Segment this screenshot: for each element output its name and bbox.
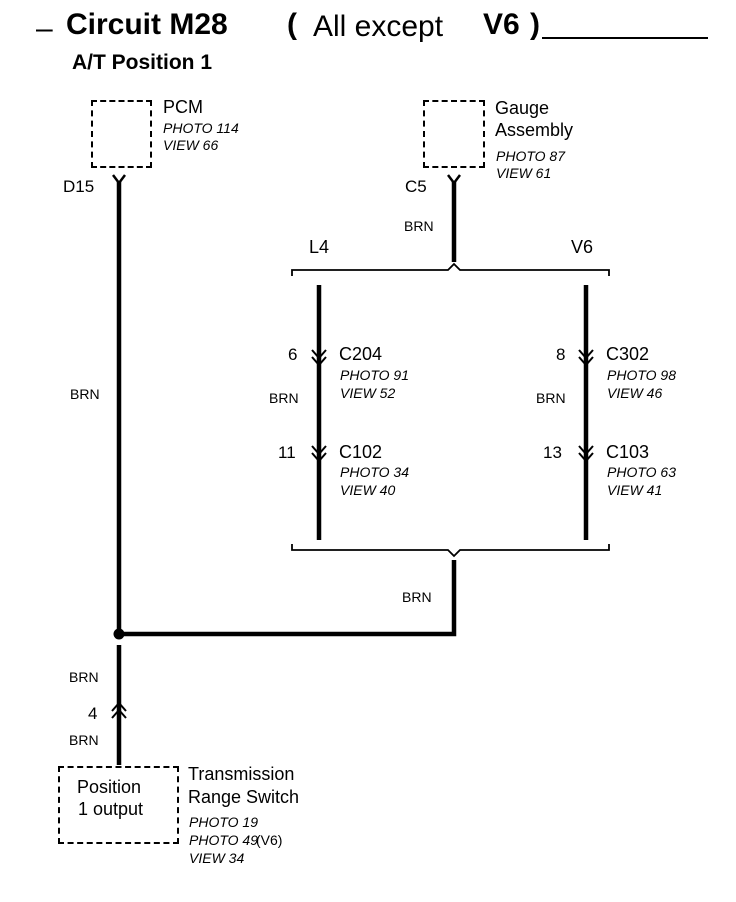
pcm-photo: PHOTO 114 bbox=[163, 120, 239, 136]
page-subtitle: A/T Position 1 bbox=[72, 51, 213, 74]
c102-connector-symbol bbox=[311, 445, 327, 463]
pcm-connector-symbol bbox=[112, 174, 126, 186]
pcm-wire-color: BRN bbox=[70, 386, 100, 402]
c102-label: C102 bbox=[339, 442, 383, 462]
switch-view: VIEW 34 bbox=[189, 850, 245, 866]
c103-photo: PHOTO 63 bbox=[607, 464, 676, 480]
gauge-photo: PHOTO 87 bbox=[496, 148, 565, 164]
switch-box-line1: Position bbox=[77, 777, 142, 797]
c102-view: VIEW 40 bbox=[340, 482, 396, 498]
title-all-except: All except bbox=[313, 10, 444, 43]
branch-v6-label: V6 bbox=[571, 237, 594, 257]
merged-wire-color: BRN bbox=[402, 589, 432, 605]
switch-photo-1: PHOTO 19 bbox=[189, 814, 258, 830]
switch-label-line2: Range Switch bbox=[188, 787, 300, 807]
title-close-paren: ) bbox=[530, 8, 540, 41]
pcm-label: PCM bbox=[163, 97, 203, 117]
switch-pin-label: 4 bbox=[88, 704, 98, 723]
splice-point bbox=[113, 628, 125, 640]
c204-label: C204 bbox=[339, 344, 383, 364]
switch-box-line2: 1 output bbox=[78, 799, 144, 819]
c302-label: C302 bbox=[606, 344, 650, 364]
switch-label-line1: Transmission bbox=[188, 764, 295, 784]
option-bracket-top bbox=[291, 262, 610, 276]
title-open-paren: ( bbox=[287, 8, 297, 41]
title-dash: – bbox=[36, 12, 53, 45]
gauge-label-line2: Assembly bbox=[495, 120, 574, 140]
pcm-view: VIEW 66 bbox=[163, 137, 219, 153]
pcm-pin-label: D15 bbox=[63, 177, 95, 196]
gauge-pin-label: C5 bbox=[405, 177, 427, 196]
option-bracket-bottom bbox=[291, 544, 610, 558]
switch-connector-symbol bbox=[111, 701, 127, 719]
pcm-component-box bbox=[91, 100, 152, 168]
c302-view: VIEW 46 bbox=[607, 385, 663, 401]
gauge-view: VIEW 61 bbox=[496, 165, 552, 181]
gauge-wire-color: BRN bbox=[404, 218, 434, 234]
c102-pin: 11 bbox=[278, 443, 296, 462]
merged-wire bbox=[119, 560, 457, 637]
switch-wire-color: BRN bbox=[69, 732, 99, 748]
c103-view: VIEW 41 bbox=[607, 482, 663, 498]
c204-photo: PHOTO 91 bbox=[340, 367, 409, 383]
c204-pin: 6 bbox=[288, 345, 298, 364]
l4-wire-color: BRN bbox=[269, 390, 299, 406]
c302-photo: PHOTO 98 bbox=[607, 367, 676, 383]
c103-pin: 13 bbox=[543, 443, 562, 462]
switch-photo-2: PHOTO 49 bbox=[189, 832, 258, 848]
c204-connector-symbol bbox=[311, 349, 327, 367]
c302-connector-symbol bbox=[578, 349, 594, 367]
gauge-label-line1: Gauge bbox=[495, 98, 550, 118]
gauge-component-box bbox=[423, 100, 485, 168]
title-v6: V6 bbox=[483, 8, 520, 41]
c102-photo: PHOTO 34 bbox=[340, 464, 409, 480]
v6-wire-color: BRN bbox=[536, 390, 566, 406]
splice-wire-color: BRN bbox=[69, 669, 99, 685]
c103-connector-symbol bbox=[578, 445, 594, 463]
switch-photo-2-note: (V6) bbox=[256, 832, 283, 848]
branch-l4-label: L4 bbox=[309, 237, 330, 257]
gauge-connector-symbol bbox=[447, 174, 461, 186]
c204-view: VIEW 52 bbox=[340, 385, 396, 401]
switch-component-box bbox=[58, 766, 179, 844]
circuit-title: Circuit M28 bbox=[66, 8, 228, 41]
c103-label: C103 bbox=[606, 442, 650, 462]
c302-pin: 8 bbox=[556, 345, 566, 364]
